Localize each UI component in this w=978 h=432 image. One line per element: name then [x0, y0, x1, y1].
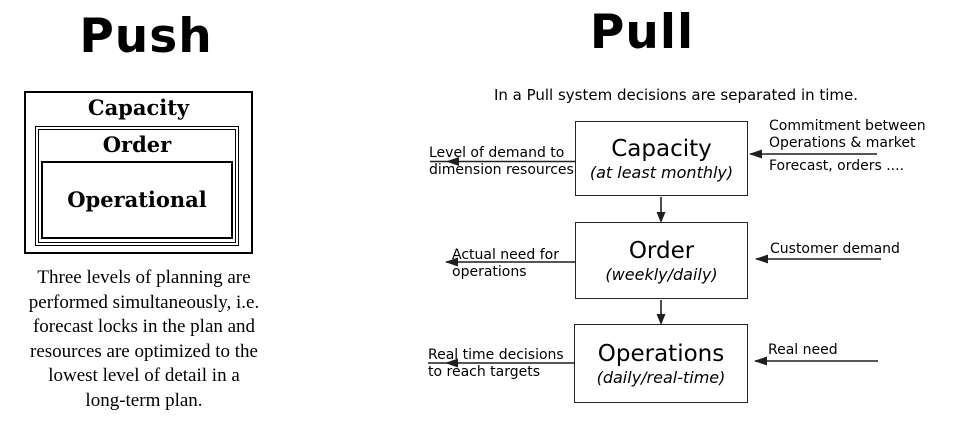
order-output-line: Actual need for: [452, 247, 559, 263]
order-output-line: operations: [452, 263, 527, 280]
operations-input-line: Real need: [768, 342, 838, 358]
pull-order-name: Order: [628, 238, 695, 264]
pull-operations-box: Operations (daily/real-time): [574, 324, 748, 403]
push-description-line: resources are optimized to the: [30, 340, 258, 362]
push-description-line: lowest level of detail in a: [48, 365, 240, 386]
order-output-label: Actual need for operations: [452, 247, 559, 280]
pull-order-box: Order (weekly/daily): [575, 222, 748, 299]
capacity-input-label: Commitment between Operations & market F…: [769, 118, 926, 175]
push-title: Push: [79, 9, 213, 64]
operations-output-line: to reach targets: [428, 363, 541, 380]
order-input-line: Customer demand: [770, 241, 900, 257]
push-capacity-label: Capacity: [87, 95, 190, 120]
push-order-box: Order Operational: [35, 126, 239, 246]
capacity-output-line: Level of demand to: [429, 145, 565, 161]
push-description-line: long-term plan.: [85, 389, 203, 411]
push-operational-box: Operational: [41, 161, 233, 239]
push-description-line: forecast locks in the plan and: [32, 316, 256, 337]
capacity-input-note: Forecast, orders ....: [769, 158, 905, 174]
pull-operations-frequency: (daily/real-time): [596, 368, 726, 387]
pull-operations-name: Operations: [597, 341, 725, 367]
push-operational-label: Operational: [67, 187, 207, 212]
capacity-output-label: Level of demand to dimension resources: [429, 145, 574, 178]
operations-output-line: Real time decisions: [428, 347, 564, 363]
push-order-label: Order: [102, 132, 172, 157]
pull-subtitle: In a Pull system decisions are separated…: [493, 86, 859, 104]
pull-capacity-box: Capacity (at least monthly): [575, 121, 748, 196]
pull-order-frequency: (weekly/daily): [605, 265, 718, 284]
order-input-label: Customer demand: [770, 241, 900, 258]
operations-input-label: Real need: [768, 342, 838, 359]
pull-capacity-name: Capacity: [611, 136, 712, 162]
push-description-line: performed simultaneously, i.e.: [28, 291, 260, 313]
pull-capacity-frequency: (at least monthly): [589, 163, 734, 182]
pull-title: Pull: [589, 5, 695, 60]
capacity-input-line: Operations & market: [769, 134, 916, 151]
capacity-input-line: Commitment between: [769, 118, 926, 134]
push-description-line: Three levels of planning are: [37, 267, 251, 288]
push-description: Three levels of planning are performed s…: [2, 266, 286, 413]
capacity-output-line: dimension resources: [429, 161, 574, 178]
order-to-operations-arrow: [656, 300, 666, 325]
operations-output-label: Real time decisions to reach targets: [428, 347, 564, 380]
push-capacity-box: Capacity Order Operational: [24, 91, 253, 254]
capacity-to-order-arrow: [656, 197, 666, 223]
